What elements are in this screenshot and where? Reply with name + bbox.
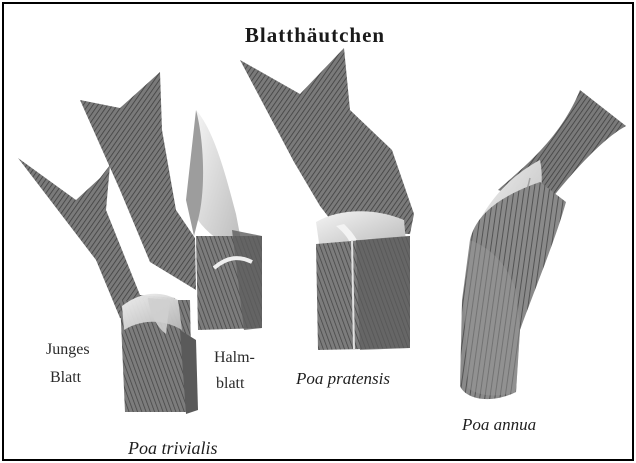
stem-leaf-label-line2: blatt bbox=[216, 375, 245, 392]
species-label-pratensis: Poa pratensis bbox=[295, 369, 390, 388]
young-leaf-label-line1: Junges bbox=[46, 341, 90, 358]
species-label-annua: Poa annua bbox=[461, 415, 536, 434]
figure-title: Blatthäutchen bbox=[245, 23, 385, 47]
young-leaf-label-line2: Blatt bbox=[50, 369, 82, 386]
species-label-trivialis: Poa trivialis bbox=[127, 438, 218, 458]
stem-leaf-label-line1: Halm- bbox=[214, 349, 255, 366]
